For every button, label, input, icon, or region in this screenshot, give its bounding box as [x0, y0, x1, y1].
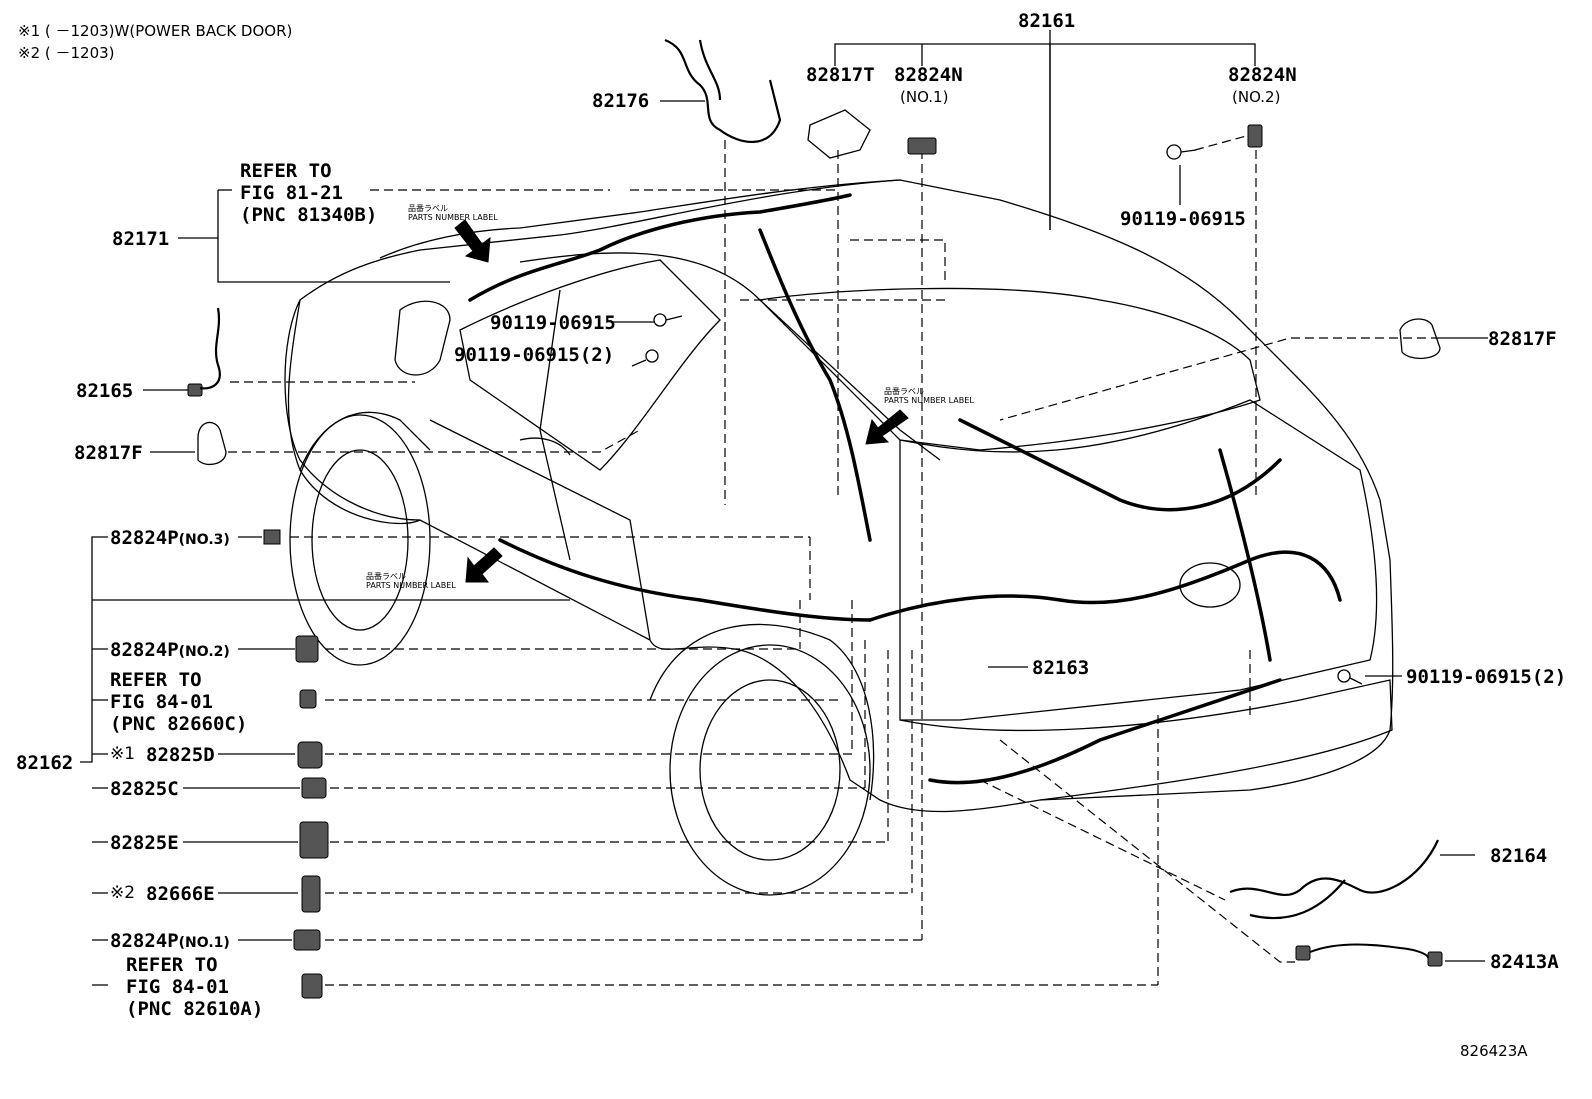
refer1-line-a: REFER TO [240, 160, 332, 182]
refer3-line-b: FIG 84-01 [126, 976, 229, 998]
connector-82413A-icon [1295, 945, 1311, 961]
label-82666E: 82666E [146, 883, 215, 905]
connector-82824P-no1-icon [293, 929, 321, 951]
label-82165: 82165 [76, 380, 134, 402]
connector-82825C-icon [301, 777, 327, 799]
refer3-line-c: (PNC 82610A) [126, 998, 264, 1020]
label-82825D: 82825D [146, 744, 215, 766]
connector-82824P-no2-icon [295, 635, 319, 663]
connector-82824P-no3-icon [263, 529, 281, 545]
clip-82817F-left-icon [197, 421, 227, 466]
connector-fig84-b-icon [301, 973, 323, 999]
label-no1-top: (NO.1) [900, 88, 949, 106]
side-mirror [394, 300, 451, 376]
label-82413A: 82413A [1490, 951, 1559, 973]
note-2: ※2 ( －1203) [18, 44, 115, 62]
refer2-line-c: (PNC 82660C) [110, 713, 248, 735]
front-wheel [289, 414, 431, 666]
refer2-line-b: FIG 84-01 [110, 691, 213, 713]
harness-82165-icon [199, 307, 221, 390]
part-icons [187, 124, 1443, 999]
arrow-label-mid-icon [865, 409, 909, 445]
label-82163: 82163 [1032, 657, 1090, 679]
clip-82817F-right-icon [1399, 318, 1441, 359]
refer1-line-c: (PNC 81340B) [240, 204, 378, 226]
connector-82165-icon [187, 383, 203, 397]
rear-window [758, 287, 1261, 451]
label-bolt-mid2: 90119-06915(2) [454, 344, 615, 366]
mark-2: ※2 [110, 883, 136, 903]
refer2-line-a: REFER TO [110, 669, 202, 691]
label-82824P-no2: 82824P(NO.2) [110, 639, 230, 661]
roof-side [519, 252, 941, 461]
connector-82825D-icon [297, 741, 323, 769]
harness-floor [498, 538, 872, 622]
mark-1: ※1 [110, 744, 136, 764]
diagram-id: 826423A [1460, 1042, 1528, 1060]
arrow-label-top-icon [454, 219, 491, 263]
label-82162: 82162 [16, 752, 74, 774]
roof-line [379, 179, 901, 259]
refer1-line-b: FIG 81-21 [240, 182, 343, 204]
connector-82666E-icon [301, 875, 321, 913]
label-82824N-no1: 82824N [894, 64, 963, 86]
bolt-90119-2-icon [645, 349, 659, 363]
bolt-90119-top-icon [1166, 144, 1182, 160]
harness-pillar [758, 228, 872, 542]
rear-wheel [669, 644, 871, 896]
arrow-label-low-icon [465, 547, 503, 583]
connector-82825E-icon [299, 821, 329, 859]
back-door [899, 399, 1378, 721]
label-82825C: 82825C [110, 778, 179, 800]
label-82825E: 82825E [110, 832, 179, 854]
door-line-1 [429, 419, 651, 641]
relay-82817T-icon [807, 109, 871, 159]
door-line-2 [539, 289, 571, 561]
rear-wheel-arch [649, 623, 875, 801]
connector-fig84-icon [299, 689, 317, 709]
bolt-90119-right-icon [1337, 669, 1351, 683]
connector-82824N-no1-icon [907, 137, 937, 155]
bracket-82161 [834, 30, 1256, 230]
label-bolt-top: 90119-06915 [1120, 208, 1246, 230]
harness-right-vert [1218, 448, 1272, 662]
rear-wheel-inner [699, 679, 841, 861]
refer3-line-a: REFER TO [126, 954, 218, 976]
label-82171: 82171 [112, 228, 170, 250]
label-82824P-no3: 82824P(NO.3) [110, 527, 230, 549]
label-bolt-mid1: 90119-06915 [490, 312, 616, 334]
connector-82824N-no2-icon [1247, 124, 1263, 148]
label-82164: 82164 [1490, 845, 1548, 867]
connector-82413A-end-icon [1427, 951, 1443, 967]
note-1: ※1 ( －1203)W(POWER BACK DOOR) [18, 22, 293, 40]
harness-82413A-icon [1309, 943, 1429, 959]
label-82161: 82161 [1018, 10, 1076, 32]
label-82817F-left: 82817F [74, 442, 143, 464]
label-82817F-right: 82817F [1488, 328, 1557, 350]
label-82824P-no1: 82824P(NO.1) [110, 930, 230, 952]
bolt-90119-icon [653, 313, 667, 327]
harness-82176-icon [664, 38, 782, 143]
label-82824N-no2: 82824N [1228, 64, 1297, 86]
harness-bottom [928, 678, 1282, 785]
front-wheel-inner [311, 449, 409, 631]
label-82176: 82176 [592, 90, 650, 112]
rear-bumper [899, 679, 1393, 801]
side-window [459, 259, 721, 471]
label-no2-top: (NO.2) [1232, 88, 1281, 106]
bracket-82162 [80, 536, 570, 986]
harness-rear [868, 550, 1342, 622]
harness-roof [468, 193, 852, 302]
label-bolt-right: 90119-06915(2) [1406, 666, 1567, 688]
label-82817T: 82817T [806, 64, 875, 86]
front-fender [299, 411, 431, 471]
harness-82164-icon [1229, 839, 1440, 896]
